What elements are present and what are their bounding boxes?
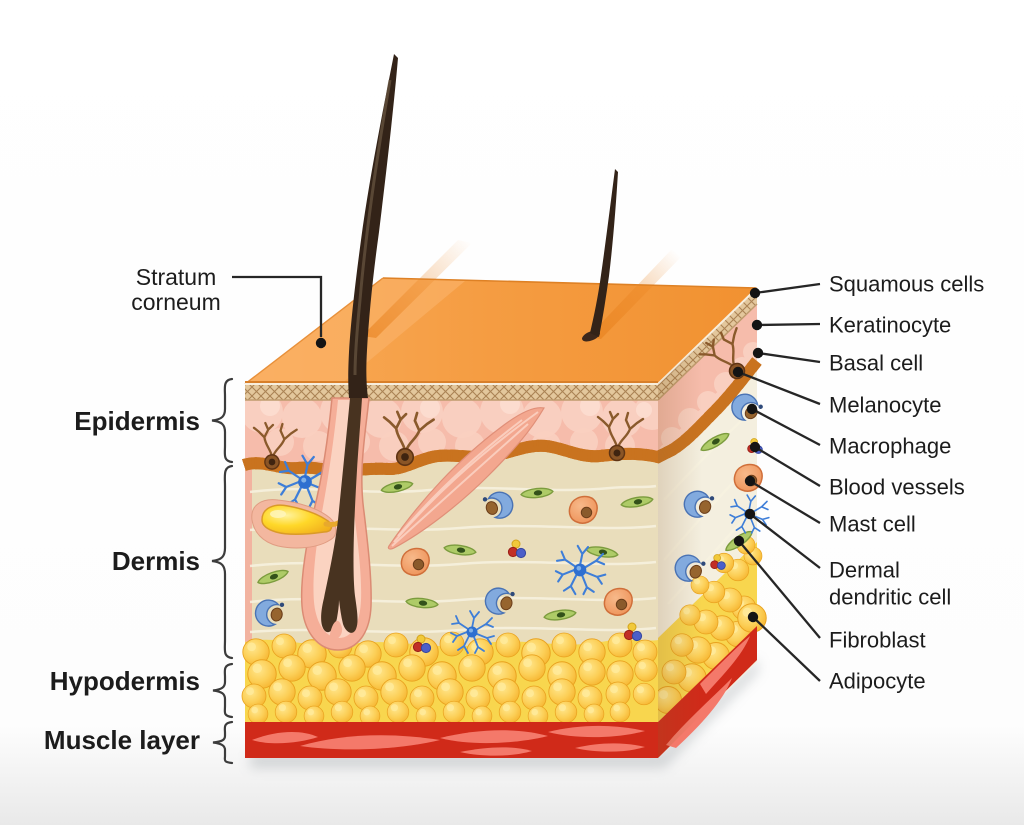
label-stratum-corneum-line2: corneum bbox=[131, 289, 220, 315]
stratum-corneum-dot bbox=[315, 337, 327, 349]
mast-cell bbox=[568, 495, 598, 524]
hair-shaft-small bbox=[590, 169, 618, 337]
hair-shadow bbox=[588, 250, 684, 339]
muscle-fibers bbox=[252, 725, 645, 756]
basal-cell-dot bbox=[752, 347, 764, 359]
arrector-pili-muscle bbox=[387, 407, 545, 550]
epidermis-brace bbox=[211, 377, 234, 464]
hair-shafts bbox=[348, 54, 618, 398]
label-dermis: Dermis bbox=[112, 546, 200, 576]
adipocyte-dot bbox=[747, 611, 759, 623]
squamous-cells-dot bbox=[749, 287, 761, 299]
label-fibroblast: Fibroblast bbox=[829, 628, 926, 653]
label-squamous-cells: Squamous cells bbox=[829, 272, 984, 297]
mast-cell bbox=[603, 587, 633, 616]
mast-cell bbox=[400, 547, 430, 576]
melanocyte-dot bbox=[732, 366, 744, 378]
label-stratum-corneum-line1: Stratum bbox=[136, 264, 217, 290]
label-keratinocyte: Keratinocyte bbox=[829, 313, 951, 338]
dermis-brace bbox=[211, 464, 234, 660]
label-muscle-layer: Muscle layer bbox=[44, 725, 200, 755]
label-blood-vessels: Blood vessels bbox=[829, 475, 965, 500]
stratum-corneum-leader bbox=[232, 275, 323, 337]
muscle-layer-brace bbox=[212, 720, 234, 765]
label-melanocyte: Melanocyte bbox=[829, 393, 942, 418]
blood-vessels-dot bbox=[749, 441, 761, 453]
corner-shading bbox=[658, 341, 702, 758]
hypodermis-brace bbox=[212, 662, 234, 719]
left-annotations: Stratum corneum Epidermis Dermis Hypoder… bbox=[44, 264, 327, 765]
keratinocyte-dot bbox=[751, 319, 763, 331]
label-basal-cell: Basal cell bbox=[829, 351, 923, 376]
label-macrophage: Macrophage bbox=[829, 434, 951, 459]
hair-root bbox=[321, 398, 362, 633]
label-epidermis: Epidermis bbox=[74, 406, 200, 436]
label-hypodermis: Hypodermis bbox=[50, 666, 200, 696]
label-mast-cell: Mast cell bbox=[829, 512, 916, 537]
cut-edge-strip bbox=[245, 396, 252, 642]
mast-cell-dot bbox=[744, 475, 756, 487]
hair-shadow bbox=[362, 240, 472, 338]
label-dermal-dendritic-line1: Dermal bbox=[829, 558, 900, 583]
label-dermal-dendritic-line2: dendritic cell bbox=[829, 585, 951, 610]
stratum-corneum-front bbox=[245, 384, 658, 400]
label-adipocyte: Adipocyte bbox=[829, 669, 926, 694]
right-annotations: Squamous cells Keratinocyte Basal cell M… bbox=[732, 272, 984, 694]
macrophage-dot bbox=[746, 403, 758, 415]
dendritic-cell-dot bbox=[744, 508, 756, 520]
dermal-papilla bbox=[329, 620, 343, 640]
hair-shaft-large bbox=[348, 54, 398, 398]
fibroblast-dot bbox=[733, 535, 745, 547]
sebaceous-gland bbox=[251, 499, 348, 549]
hair-follicle bbox=[251, 397, 372, 651]
